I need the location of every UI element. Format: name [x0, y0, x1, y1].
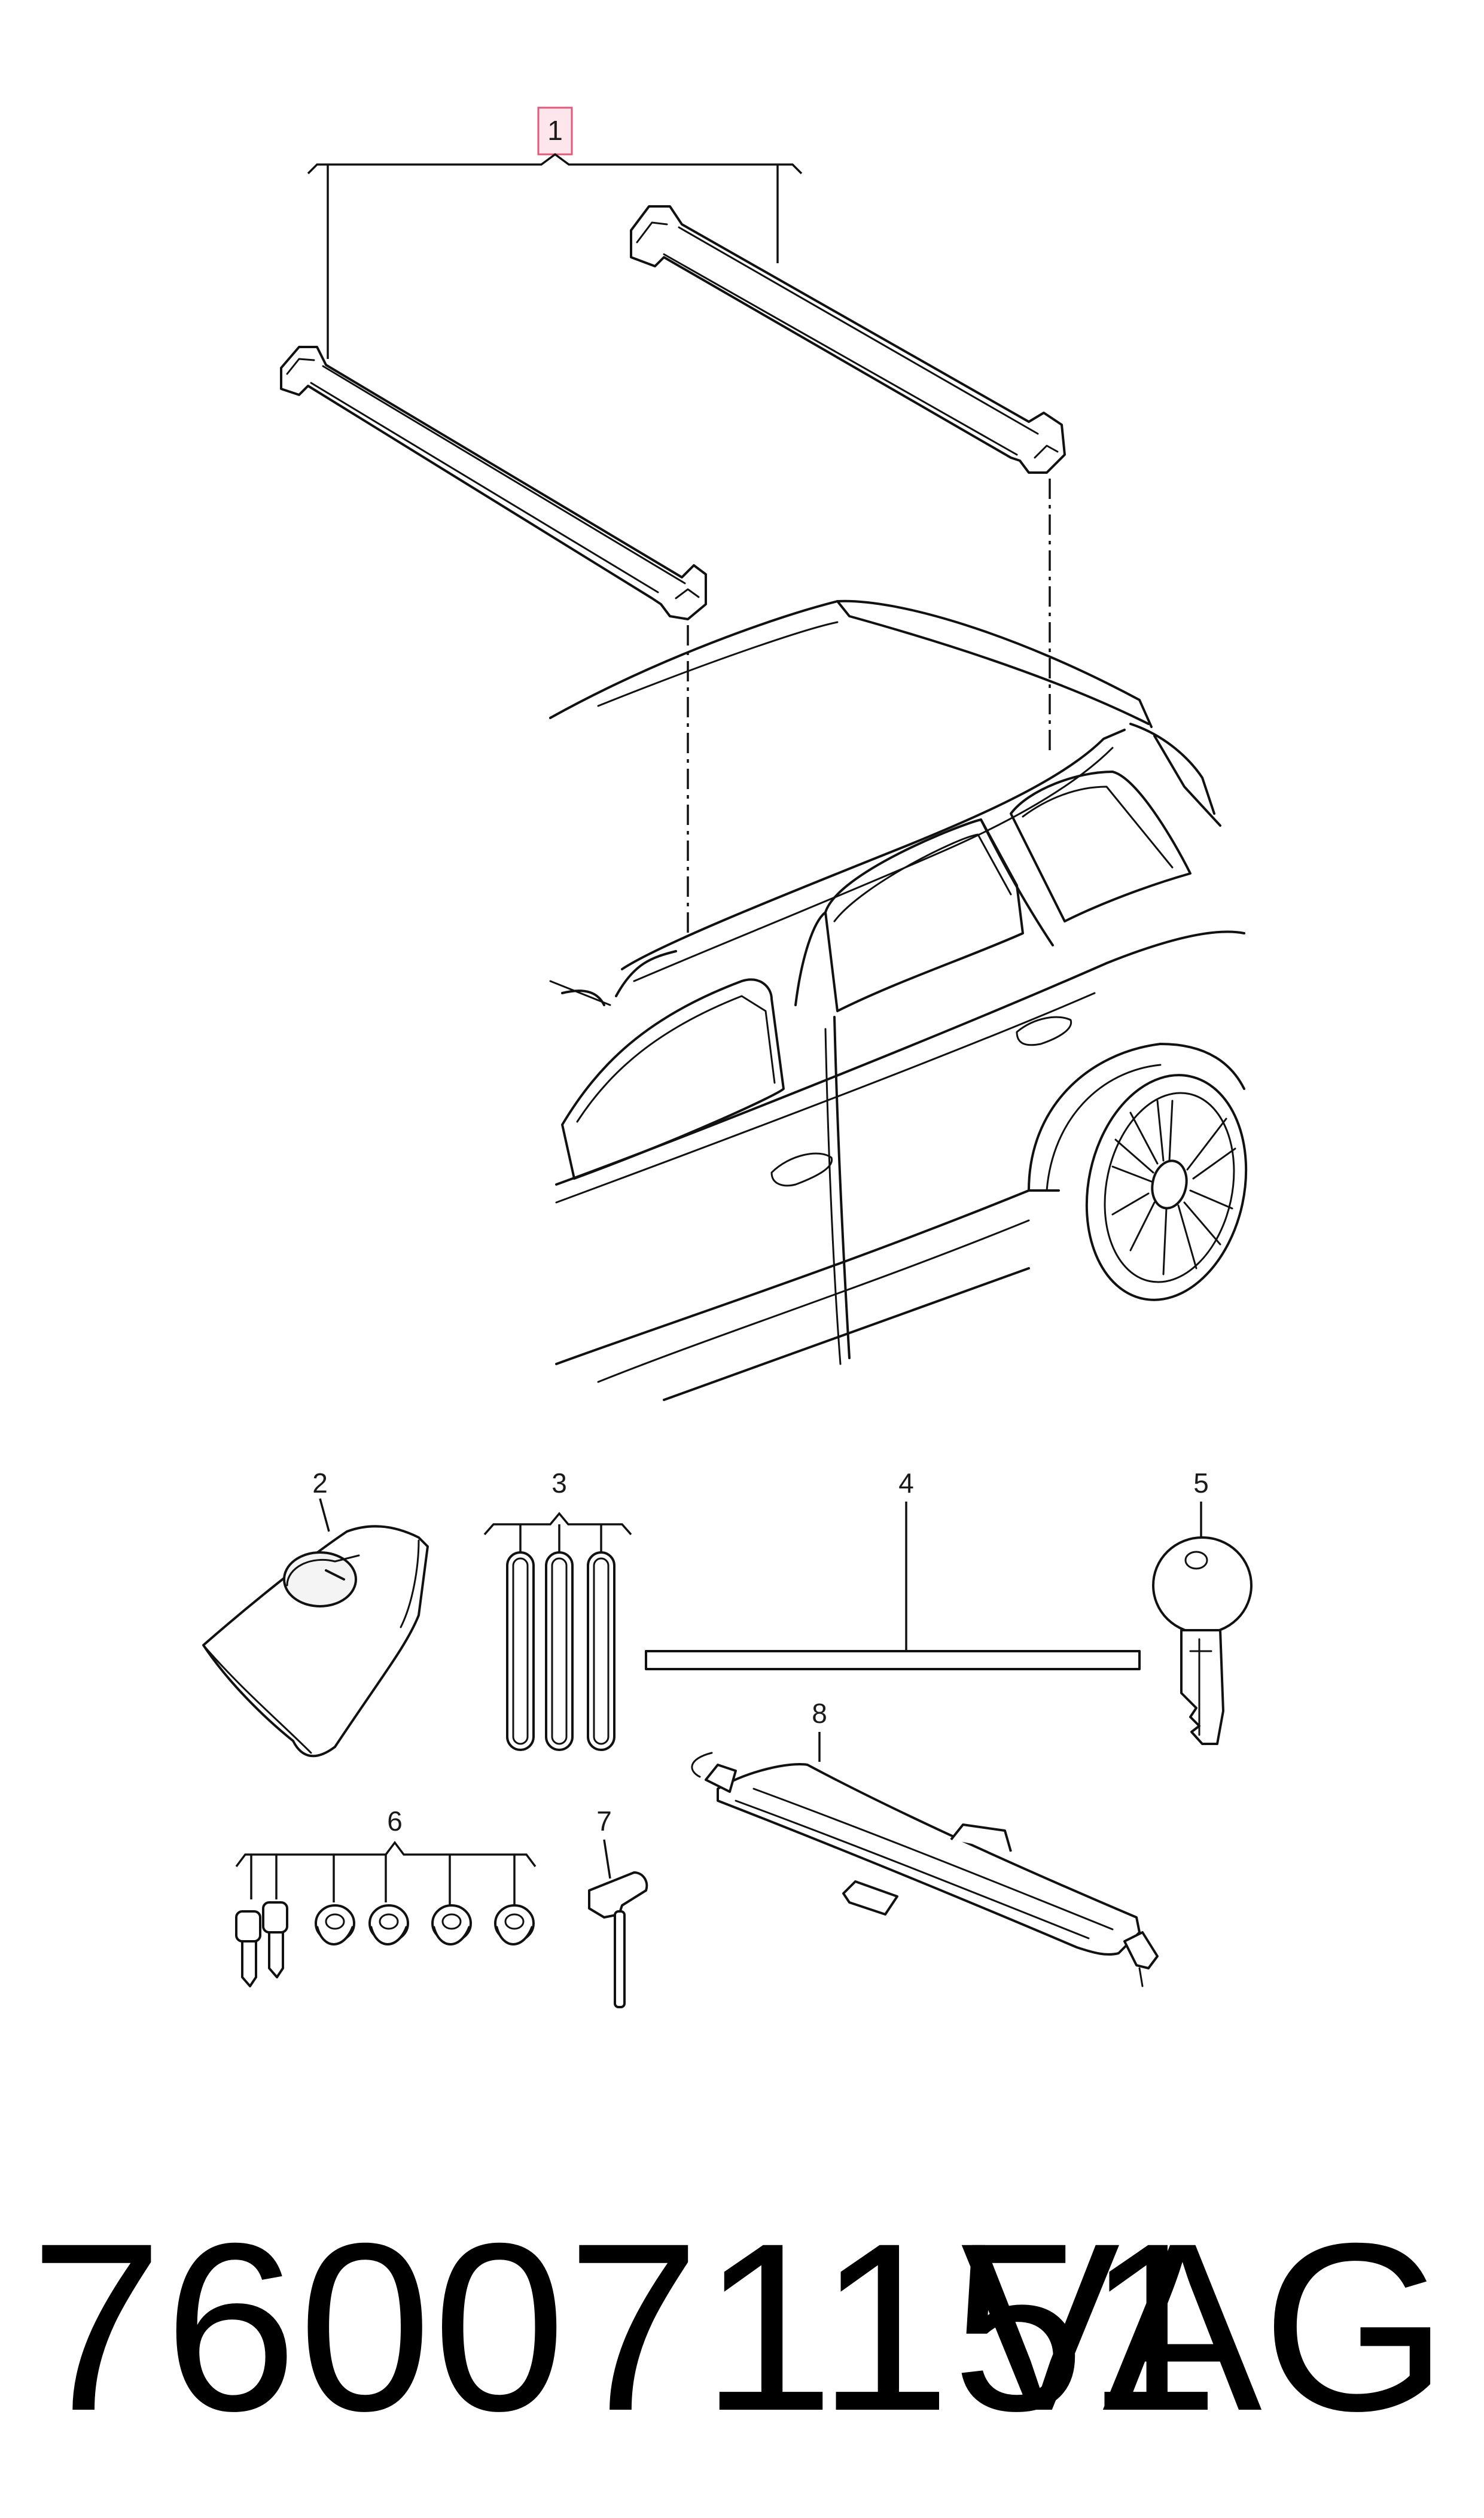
callout-4[interactable]: 4	[898, 1467, 914, 1651]
callout-6-label: 6	[387, 1805, 403, 1837]
callout-8[interactable]: 8	[812, 1698, 827, 1762]
key-part	[1152, 1536, 1253, 1745]
callout-7-label: 7	[596, 1805, 612, 1837]
brand-label: VAG	[960, 2193, 1448, 2461]
lock-set-part	[235, 1901, 535, 1987]
callout-8-label: 8	[812, 1698, 827, 1729]
roof-bar-front	[280, 346, 707, 620]
rubber-strips-part	[506, 1551, 615, 1751]
cover-cap-part	[202, 1525, 429, 1758]
callout-6[interactable]: 6	[235, 1805, 537, 1905]
callout-4-label: 4	[898, 1467, 914, 1499]
callout-2-label: 2	[312, 1467, 328, 1499]
callout-5[interactable]: 5	[1193, 1467, 1209, 1537]
alignment-lines	[687, 479, 1051, 933]
callout-1-label: 1	[547, 115, 563, 146]
callout-1-bracket	[307, 153, 803, 359]
profile-strip-part	[645, 1650, 1141, 1670]
callout-3[interactable]: 3	[483, 1467, 632, 1552]
t-wrench-part	[588, 1871, 648, 2008]
callout-3-label: 3	[551, 1467, 567, 1499]
callout-7[interactable]: 7	[596, 1805, 612, 1879]
callout-5-label: 5	[1193, 1467, 1209, 1499]
part-number: 760071151	[30, 2193, 1221, 2461]
callout-2[interactable]: 2	[312, 1467, 330, 1532]
callout-1[interactable]: 1	[537, 106, 573, 156]
roof-bar-rear	[630, 205, 1066, 474]
footer: 760071151 VAG	[0, 2208, 1484, 2447]
vehicle-body	[549, 599, 1248, 1401]
exploded-view-drawing: 1	[202, 106, 1253, 2008]
wind-deflector-part	[691, 1752, 1159, 1987]
